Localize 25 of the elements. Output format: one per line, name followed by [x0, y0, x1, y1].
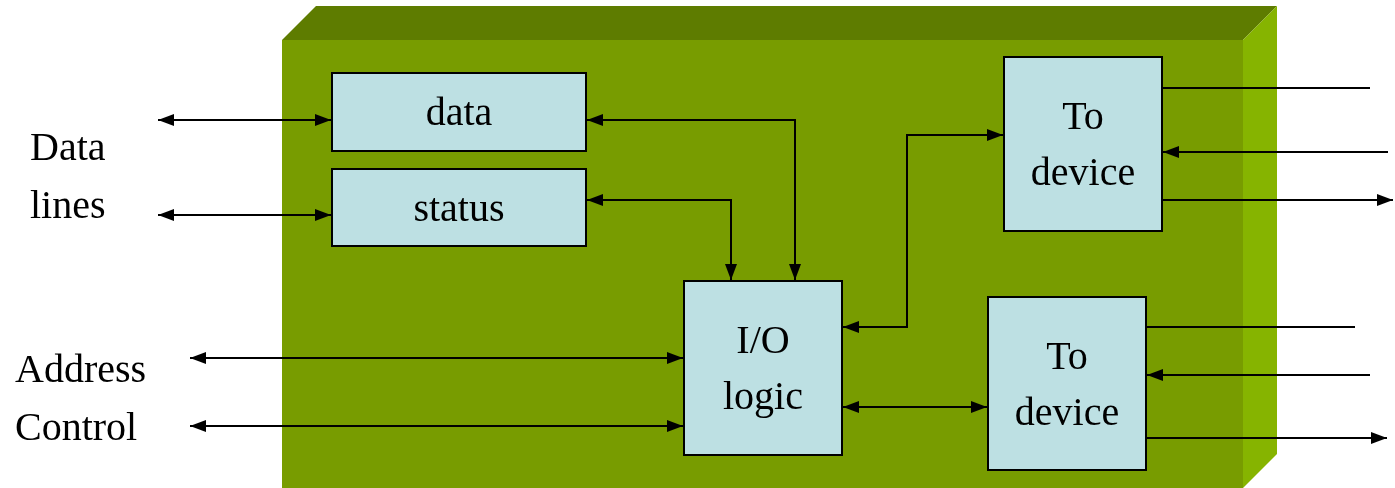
signal-label: Address [15, 345, 148, 393]
arrow [586, 114, 801, 281]
register-box [987, 296, 1147, 471]
arrow [842, 401, 988, 413]
arrow [1162, 146, 1389, 158]
signal-label: Data lines [30, 123, 107, 229]
arrow [157, 114, 332, 126]
signal-label: Control [15, 403, 139, 451]
box-label: status [412, 183, 506, 232]
arrow [586, 194, 737, 281]
arrow [189, 420, 684, 432]
register-box [331, 72, 587, 152]
arrow [1146, 432, 1388, 444]
box-label: I/O logic [722, 316, 804, 420]
register-box [1003, 56, 1163, 232]
arrow [842, 129, 1004, 333]
arrow [189, 352, 684, 364]
box-label: data [424, 88, 494, 136]
box-label: To device [1029, 92, 1137, 196]
arrow [157, 209, 332, 221]
arrow [1162, 194, 1394, 206]
arrow [1146, 369, 1371, 381]
register-box [331, 168, 587, 247]
box-label: To device [1013, 331, 1121, 436]
register-box [683, 280, 843, 456]
